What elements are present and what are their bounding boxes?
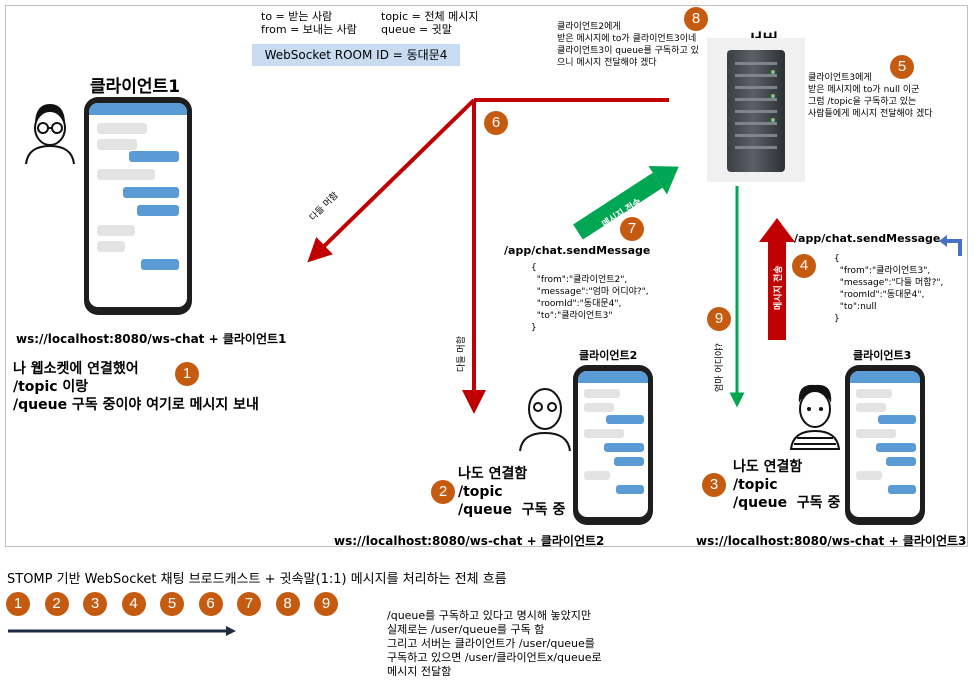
send-label-4: 메시지 전송 <box>774 265 784 310</box>
flow-step-badge-8: 8 <box>275 592 300 616</box>
client3-connected: 나도 연결함 <box>733 459 803 475</box>
flow-step-badge-4: 4 <box>121 592 146 616</box>
client2-ws-url: ws://localhost:8080/ws-chat + 클라이언트2 <box>334 534 605 548</box>
send-arrow-client3 <box>759 218 795 340</box>
return-arrow-icon <box>947 239 962 256</box>
client2-connected: 나도 연결함 <box>458 466 528 482</box>
step-badge-2: 2 <box>431 480 455 504</box>
flow-note: /queue를 구독하고 있다고 명시해 놓았지만 실제로는 /user/que… <box>387 609 602 678</box>
diagram-frame <box>5 5 968 547</box>
flow-step-badge-1: 1 <box>6 592 30 616</box>
flow-step-badge-7: 7 <box>237 592 261 616</box>
client1-ws-url: ws://localhost:8080/ws-chat + 클라이언트1 <box>16 332 287 346</box>
client2-queue: /queue 구독 중 <box>458 502 566 518</box>
flow-arrow <box>8 626 236 636</box>
broadcast-label-client2: 다들 머함 <box>457 336 467 372</box>
person-icon-client3 <box>789 384 841 450</box>
client3-ws-url: ws://localhost:8080/ws-chat + 클라이언트3 <box>696 534 967 548</box>
client1-msg-line2: /topic 이랑 <box>13 379 89 395</box>
send-arrow-client2 <box>573 166 679 240</box>
step-badge-8: 8 <box>684 7 708 31</box>
room-id-box: WebSocket ROOM ID = 동대문4 <box>252 44 460 66</box>
broadcast-arrow-to-client1 <box>307 98 476 263</box>
server-note-step8: 클라이언트2에게 받은 메시지에 to가 클라이언트3이네 클라이언트3이 qu… <box>557 22 699 68</box>
client1-title: 클라이언트1 <box>90 77 181 97</box>
legend-from: from = 보내는 사람 <box>261 23 357 36</box>
flow-step-badge-2: 2 <box>44 592 69 616</box>
client2-phone <box>573 365 653 525</box>
step-badge-5: 5 <box>890 55 914 79</box>
client3-queue: /queue 구독 중 <box>733 495 841 511</box>
person-icon-client1 <box>25 104 75 165</box>
step-badge-1: 1 <box>175 362 199 386</box>
step-badge-4: 4 <box>792 254 816 278</box>
server-note-step5: 클라이언트3에게 받은 메시지에 to가 null 이군 그럼 /topic을 … <box>808 73 933 119</box>
client2-title: 클라이언트2 <box>579 349 638 362</box>
legend-to: to = 받는 사람 <box>261 10 333 23</box>
client1-phone <box>84 97 192 315</box>
step-badge-6: 6 <box>484 111 508 135</box>
client3-endpoint: /app/chat.sendMessage <box>794 232 941 245</box>
flow-step-badge-9: 9 <box>314 592 338 616</box>
server-rack-icon <box>727 50 785 172</box>
server-panel <box>707 38 805 182</box>
client1-msg-line3: /queue 구독 중이야 여기로 메시지 보내 <box>13 397 259 413</box>
legend-topic: topic = 전체 메시지 <box>381 10 479 23</box>
flow-step-badge-6: 6 <box>198 592 223 616</box>
client2-endpoint: /app/chat.sendMessage <box>504 244 651 257</box>
client3-topic: /topic <box>733 477 778 493</box>
flow-title: STOMP 기반 WebSocket 채팅 브로드캐스트 + 귓속말(1:1) … <box>7 572 507 587</box>
flow-step-badge-5: 5 <box>160 592 184 616</box>
person-icon-client2 <box>519 388 571 452</box>
whisper-label-client3: 엄마 어디야? <box>715 342 725 392</box>
step-badge-9: 9 <box>707 307 731 331</box>
client3-title: 클라이언트3 <box>853 349 912 362</box>
client2-payload: { "from":"클라이언트2", "message":"엄마 어디야?", … <box>531 263 649 333</box>
client2-topic: /topic <box>458 484 503 500</box>
client3-phone <box>845 365 925 525</box>
client3-payload: { "from":"클라이언트3", "message":"다들 머함?", "… <box>834 254 944 324</box>
legend-queue: queue = 귓말 <box>381 23 452 36</box>
flow-step-badge-3: 3 <box>83 592 107 616</box>
step-badge-7: 7 <box>620 217 644 241</box>
client1-msg-line1: 나 웹소켓에 연결했어 <box>13 361 139 377</box>
step-badge-3: 3 <box>702 473 726 497</box>
